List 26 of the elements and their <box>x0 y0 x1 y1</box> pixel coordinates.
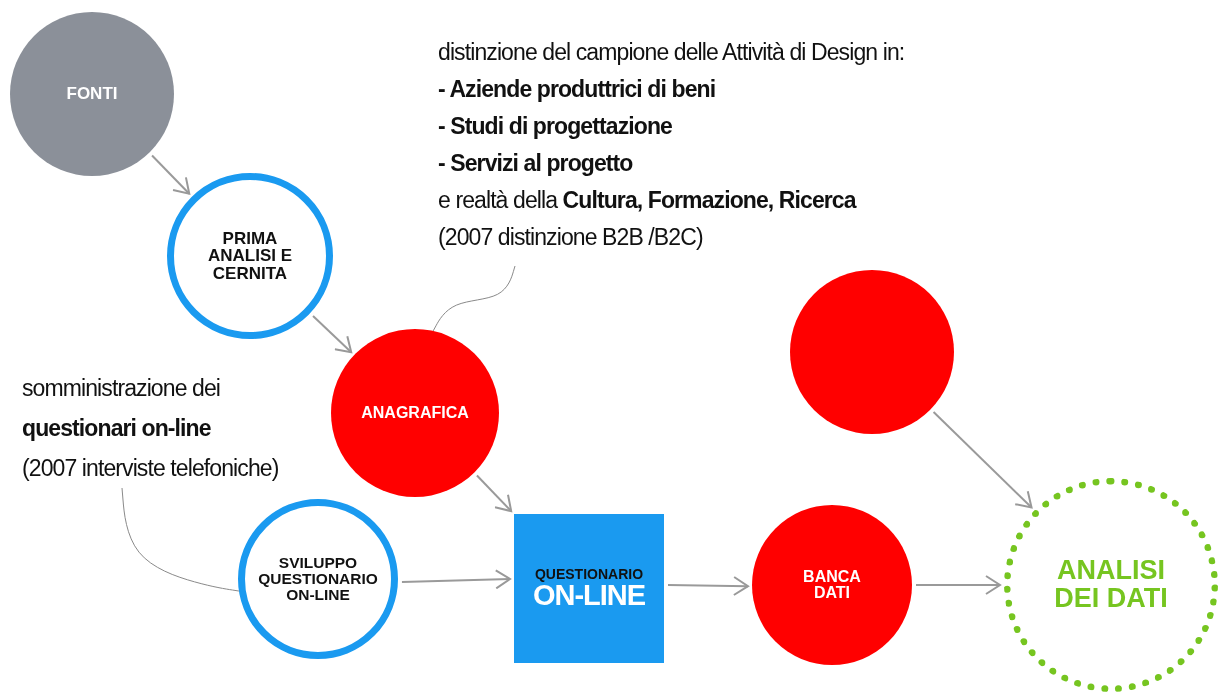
arrow <box>312 314 353 354</box>
node-label: ANAGRAFICA <box>360 404 470 422</box>
note-text: - Servizi al progetto <box>438 149 633 178</box>
process-box <box>514 514 664 663</box>
note-text: - Aziende produttrici di beni <box>438 75 716 104</box>
node-label: SVILUPPO QUESTIONARIO ON-LINE <box>257 555 379 603</box>
node-label: QUESTIONARIO <box>533 566 645 581</box>
arrow <box>151 154 191 195</box>
arrow <box>475 474 513 513</box>
note-text: somministrazione dei <box>22 374 221 403</box>
node-label: PRIMA ANALISI E CERNITA <box>206 230 294 282</box>
arrow <box>400 569 511 590</box>
node-label: BANCA DATI <box>802 568 862 602</box>
arrow <box>667 576 749 596</box>
arrow <box>932 411 1033 509</box>
note-text: - Studi di progettazione <box>438 112 672 141</box>
note-text: distinzione del campione delle Attività di Design in: <box>438 38 905 67</box>
note-text: (2007 distinzione B2B /B2C) <box>438 223 703 252</box>
leader-line <box>432 265 516 332</box>
arrow <box>915 575 1001 595</box>
node-label: FONTI <box>65 85 119 103</box>
note-text: questionari on-line <box>22 414 211 443</box>
node-label: ANALISI DEI DATI <box>1053 557 1169 613</box>
leader-line <box>121 487 240 592</box>
note-text: (2007 interviste telefoniche) <box>22 454 279 483</box>
note-text: e realtà della Cultura, Formazione, Ricerca <box>438 186 856 215</box>
